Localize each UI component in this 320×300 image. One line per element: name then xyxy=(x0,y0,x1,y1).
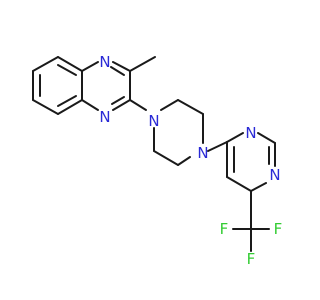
molecule-structure: N N N N N N F F F xyxy=(32,53,282,268)
nitrogen-atom-label: N xyxy=(99,108,110,126)
nitrogen-atom-label: N xyxy=(148,112,159,130)
nitrogen-atom-label: N xyxy=(197,144,208,162)
fluorine-atom-label: F xyxy=(274,220,283,238)
nitrogen-atom-label: N xyxy=(269,166,280,184)
fluorine-atom-label: F xyxy=(220,220,229,238)
fluorine-atom-label: F xyxy=(247,250,256,268)
bond-skeleton xyxy=(32,56,276,252)
nitrogen-atom-label: N xyxy=(245,124,256,142)
nitrogen-atom-label: N xyxy=(99,53,110,71)
atom-labels: N N N N N N F F F xyxy=(99,53,282,268)
